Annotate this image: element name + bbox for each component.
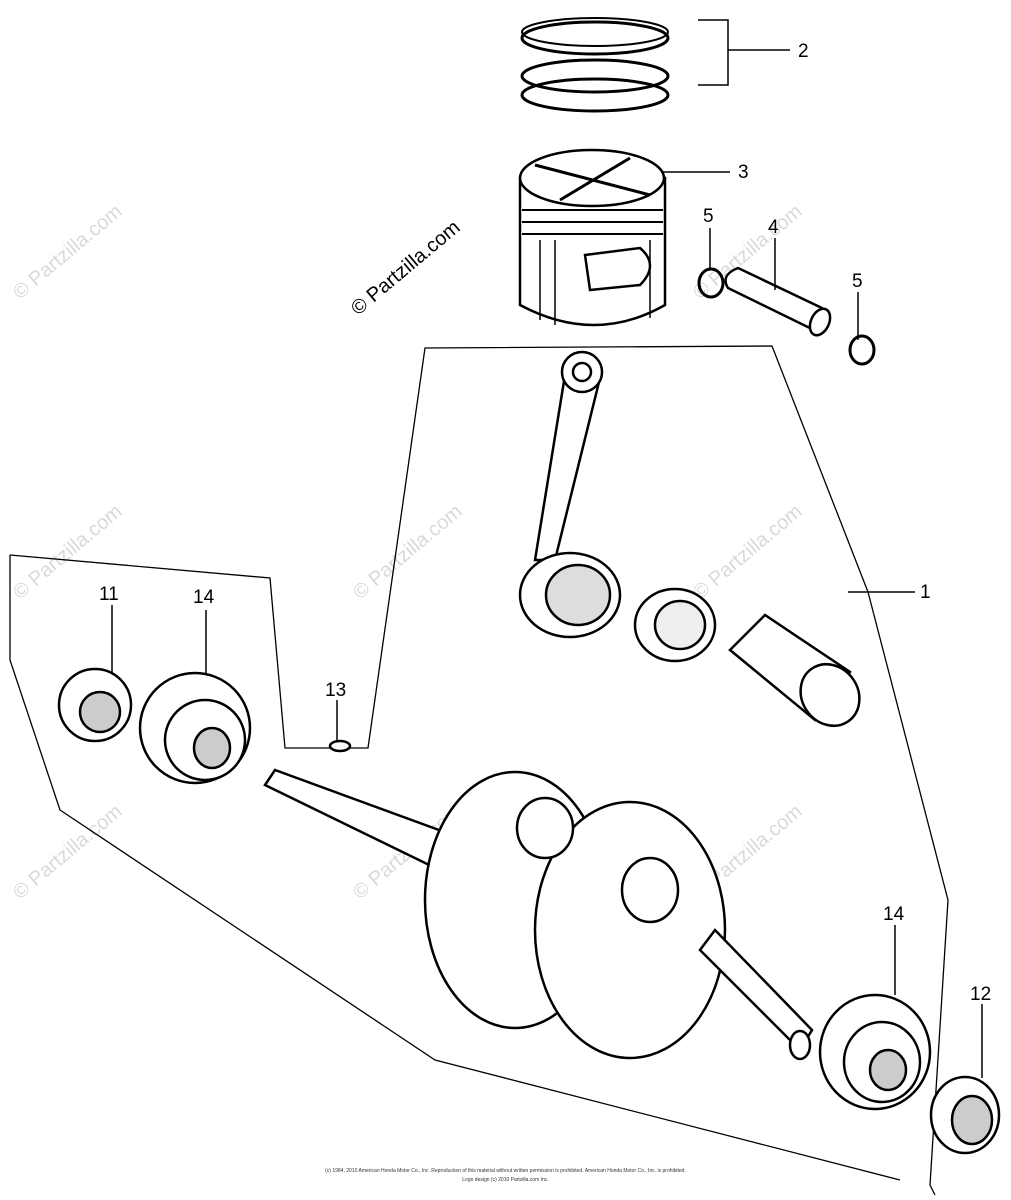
callout-5-right: 5 [852,271,863,292]
needle-bearing [633,587,717,663]
piston-rings [520,17,670,113]
watermark-text: © Partzilla.com [9,200,126,303]
clip-right [848,334,876,366]
connecting-rod [518,350,622,639]
callout-4: 4 [768,217,779,238]
copyright-line: (c) 1984, 2010 American Honda Motor Co.,… [325,1168,686,1174]
callout-12: 12 [970,984,991,1005]
assembly-outline-2 [9,555,901,1181]
crankshaft [263,768,814,1061]
callout-13: 13 [325,680,346,701]
callout-2: 2 [798,41,809,62]
callout-14-left: 14 [193,587,215,608]
clip-left [697,267,725,299]
oil-seal [929,1075,1001,1155]
left-bearing [138,671,252,785]
piston-pin [724,266,832,337]
callout-11: 11 [99,584,119,605]
logo-copyright-line: Logo design (c) 2010 Partzilla.com Inc. [462,1177,549,1183]
woodruff-key [328,739,352,753]
callout-5-left: 5 [703,206,714,227]
crank-pin [728,613,861,727]
leader-lines [111,19,983,1078]
callout-14-right: 14 [883,904,905,925]
callout-3: 3 [738,162,749,183]
assembly-outline-1 [9,345,949,1196]
callout-1: 1 [920,582,931,603]
watermark-text: © Partzilla.com [349,500,466,603]
right-bearing [818,993,932,1111]
gear [57,667,133,743]
piston [518,148,667,327]
watermark-text: © Partzilla.com [689,500,806,603]
group-outlines [9,345,949,1196]
watermark-main: © Partzilla.com [347,216,464,319]
watermark-layer: © Partzilla.com © Partzilla.com © Partzi… [9,200,806,903]
callouts: 2 3 4 5 5 1 11 14 13 14 12 [99,41,991,1005]
